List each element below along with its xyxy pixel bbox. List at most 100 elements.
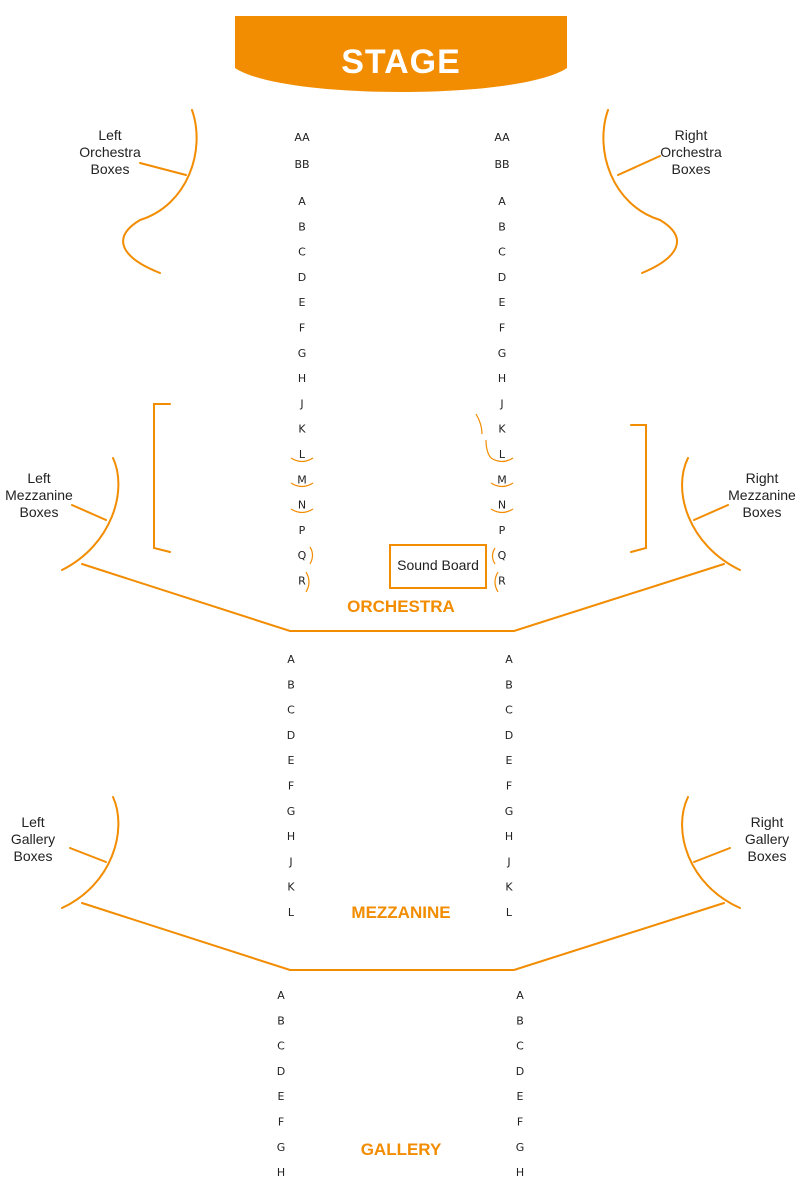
orchestra-left-row-m[interactable]: M (297, 473, 307, 486)
stage[interactable]: STAGE (235, 16, 567, 92)
svg-text:Boxes: Boxes (14, 848, 53, 864)
orchestra-left-row-k[interactable]: K (298, 423, 306, 436)
mezzanine-left-row-j[interactable]: J (288, 855, 292, 868)
sound-board-label: Sound Board (397, 557, 479, 573)
gallery-left-row-e[interactable]: E (278, 1090, 285, 1103)
orchestra-left-row-l[interactable]: L (299, 448, 306, 461)
orchestra-right-row-n[interactable]: N (498, 499, 506, 512)
orchestra-right-row-d[interactable]: D (498, 271, 506, 284)
gallery-left-row-h[interactable]: H (277, 1166, 285, 1179)
orchestra-right-row-g[interactable]: G (498, 347, 507, 360)
gallery-left-row-d[interactable]: D (277, 1065, 285, 1078)
gallery-right-row-g[interactable]: G (516, 1141, 525, 1154)
orchestra-left-row-g[interactable]: G (298, 347, 307, 360)
orchestra-right-row-a[interactable]: A (498, 195, 506, 208)
svg-text:Boxes: Boxes (20, 504, 59, 520)
gallery-right-row-d[interactable]: D (516, 1065, 524, 1078)
orchestra-right-row-j[interactable]: J (499, 397, 503, 410)
left-orchestra-boxes-outline[interactable] (122, 109, 198, 274)
orchestra-right-row-aa[interactable]: AA (494, 131, 510, 144)
right-row-l-curve (485, 439, 492, 459)
gallery-right-row-h[interactable]: H (516, 1166, 524, 1179)
mezzanine-left-row-b[interactable]: B (287, 678, 295, 691)
svg-text:Orchestra: Orchestra (660, 144, 722, 160)
orchestra-left-row-h[interactable]: H (298, 372, 306, 385)
orchestra-left-row-a[interactable]: A (298, 195, 306, 208)
orchestra-right-row-f[interactable]: F (499, 322, 505, 335)
left-orchestra-boxes-label: Left Orchestra Boxes (79, 127, 141, 177)
mezzanine-left-row-d[interactable]: D (287, 729, 295, 742)
orchestra-left-row-n[interactable]: N (298, 499, 306, 512)
svg-text:Left: Left (21, 814, 44, 830)
gallery-left-row-g[interactable]: G (277, 1141, 286, 1154)
mezzanine-right-row-d[interactable]: D (505, 729, 513, 742)
left-mezzanine-boxes-label: Left Mezzanine Boxes (5, 470, 73, 520)
mezzanine-right-row-b[interactable]: B (505, 678, 513, 691)
right-gallery-boxes-outline[interactable] (681, 796, 741, 909)
orchestra-left-row-bb[interactable]: BB (294, 158, 309, 171)
mezzanine-right-row-j[interactable]: J (506, 855, 510, 868)
orchestra-left-row-aa[interactable]: AA (294, 131, 310, 144)
right-orchestra-boxes-outline[interactable] (602, 109, 678, 274)
svg-text:Boxes: Boxes (743, 504, 782, 520)
mezzanine-left-row-c[interactable]: C (287, 704, 295, 717)
mezzanine-left-row-h[interactable]: H (287, 830, 295, 843)
orchestra-left-row-b[interactable]: B (298, 220, 306, 233)
orchestra-right-row-k[interactable]: K (498, 423, 506, 436)
gallery-right-row-a[interactable]: A (516, 989, 524, 1002)
orchestra-right-row-h[interactable]: H (498, 372, 506, 385)
mezzanine-left-row-a[interactable]: A (287, 653, 295, 666)
orchestra-left-row-c[interactable]: C (298, 246, 306, 259)
orchestra-left-row-f[interactable]: F (299, 322, 305, 335)
orchestra-right-row-e[interactable]: E (499, 296, 506, 309)
orchestra-right-row-p[interactable]: P (499, 524, 506, 537)
stage-shape (235, 16, 567, 92)
mezzanine-right-row-k[interactable]: K (505, 881, 513, 894)
gallery-right-row-c[interactable]: C (516, 1040, 524, 1053)
left-gallery-boxes-outline[interactable] (61, 796, 120, 909)
left-mezzanine-boxes-outline[interactable] (61, 457, 120, 571)
orchestra-left-row-e[interactable]: E (299, 296, 306, 309)
mezzanine-right-row-e[interactable]: E (506, 754, 513, 767)
mezzanine-left-row-g[interactable]: G (287, 805, 296, 818)
orchestra-right-row-l[interactable]: L (499, 448, 506, 461)
right-row-l-under (490, 457, 514, 463)
gallery-right-row-e[interactable]: E (517, 1090, 524, 1103)
orchestra-right-row-r[interactable]: R (498, 575, 506, 588)
mezzanine-right-row-g[interactable]: G (505, 805, 514, 818)
orchestra-left-row-j[interactable]: J (299, 397, 303, 410)
orchestra-right-row-b[interactable]: B (498, 220, 506, 233)
mezzanine-left-row-e[interactable]: E (288, 754, 295, 767)
gallery-left-row-a[interactable]: A (277, 989, 285, 1002)
mezzanine-right-row-h[interactable]: H (505, 830, 513, 843)
orchestra-left-row-q[interactable]: Q (298, 549, 307, 562)
gallery-left-row-b[interactable]: B (277, 1014, 285, 1027)
orchestra-right-row-bb[interactable]: BB (494, 158, 509, 171)
sound-board[interactable]: Sound Board (389, 544, 487, 589)
svg-text:Gallery: Gallery (745, 831, 789, 847)
orchestra-right-row-m[interactable]: M (497, 473, 507, 486)
orchestra-right-row-q[interactable]: Q (498, 549, 507, 562)
gallery-left-row-f[interactable]: F (278, 1116, 284, 1129)
mezzanine-left-row-f[interactable]: F (288, 780, 294, 793)
right-row-q-curve (491, 547, 496, 565)
gallery-right-row-f[interactable]: F (517, 1116, 523, 1129)
mezzanine-right-row-a[interactable]: A (505, 653, 513, 666)
mezzanine-right-row-c[interactable]: C (505, 704, 513, 717)
right-mezzanine-boxes-outline[interactable] (681, 457, 741, 571)
mezzanine-left-row-l[interactable]: L (288, 906, 295, 919)
mezzanine-left-row-k[interactable]: K (287, 881, 295, 894)
gallery-left-row-c[interactable]: C (277, 1040, 285, 1053)
gallery-right-row-b[interactable]: B (516, 1014, 524, 1027)
svg-text:Right: Right (675, 127, 708, 143)
orchestra-right-row-c[interactable]: C (498, 246, 506, 259)
mezzanine-right-row-l[interactable]: L (506, 906, 513, 919)
orchestra-left-row-d[interactable]: D (298, 271, 306, 284)
left-row-r-curve (305, 571, 310, 593)
orchestra-left-row-r[interactable]: R (298, 575, 306, 588)
mezzanine-right-row-f[interactable]: F (506, 780, 512, 793)
orchestra-left-row-p[interactable]: P (299, 524, 306, 537)
